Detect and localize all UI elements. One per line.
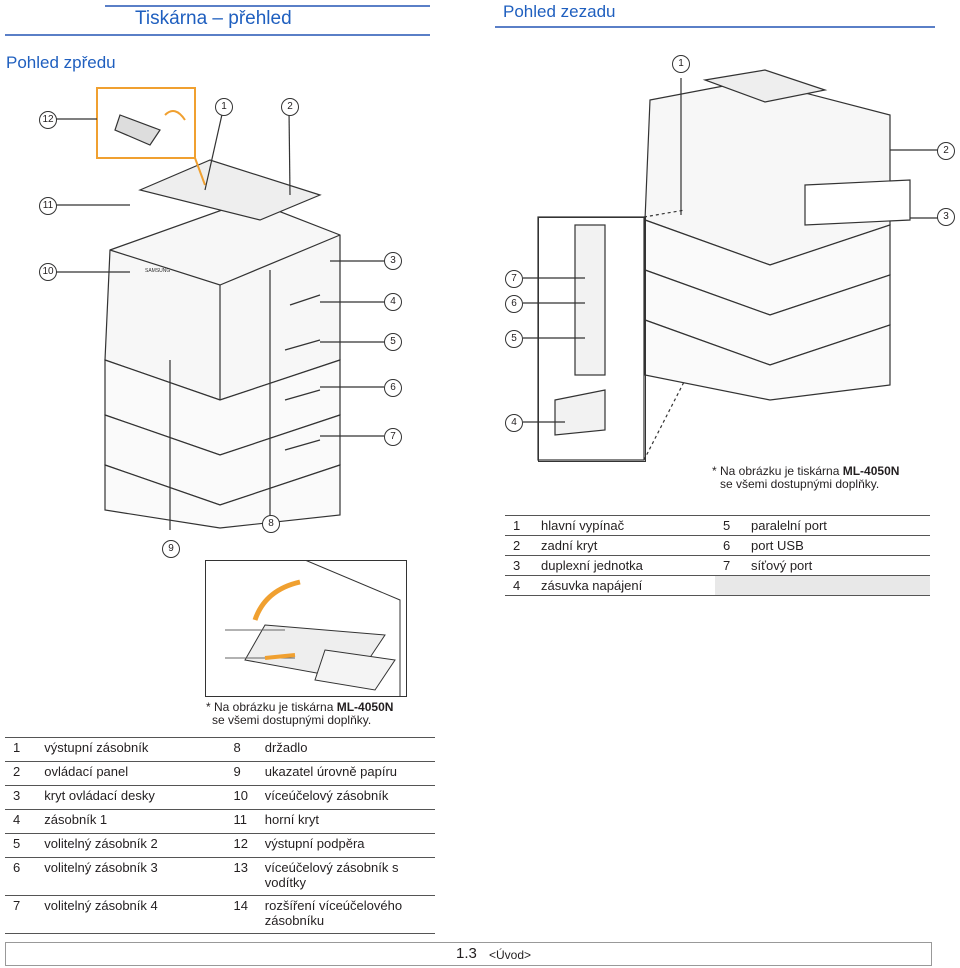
legend-num: 12 [225,833,261,858]
back-note-prefix: * Na obrázku je tiskárna [712,464,843,478]
back-note-model: ML-4050N [842,464,900,478]
table-row: 2 ovládací panel 9 ukazatel úrovně papír… [5,761,435,786]
back-note: * Na obrázku je tiskárna ML-4050N se vše… [712,465,899,491]
legend-label: zásobník 1 [40,809,226,834]
legend-num: 10 [225,785,261,810]
legend-num: 13 [225,857,261,896]
front-legend-table: 1 výstupní zásobník 8 držadlo 2 ovládací… [5,737,435,934]
back-callout-7: 7 [505,270,523,288]
callout-4: 4 [384,293,402,311]
back-ports-inset [538,217,646,462]
front-view-heading: Pohled zpředu [6,53,116,72]
table-row: 7 volitelný zásobník 4 14 rozšíření více… [5,895,435,934]
section-link[interactable]: <Úvod> [489,948,532,962]
legend-label: držadlo [260,737,435,762]
legend-num [715,575,747,596]
legend-num: 6 [5,857,41,896]
legend-label: kryt ovládací desky [40,785,226,810]
table-row: 1 výstupní zásobník 8 držadlo [5,737,435,762]
callout-6: 6 [384,379,402,397]
legend-num: 5 [5,833,41,858]
legend-num: 1 [5,737,41,762]
legend-num: 5 [715,515,747,536]
back-note-line2: se všemi dostupnými doplňky. [720,477,880,491]
page-title: Tiskárna – přehled [135,8,292,29]
legend-label: síťový port [747,555,930,576]
legend-label: duplexní jednotka [537,555,715,576]
legend-num: 14 [225,895,261,934]
callout-1: 1 [215,98,233,116]
legend-label: paralelní port [747,515,930,536]
legend-label: ovládací panel [40,761,226,786]
legend-num: 6 [715,535,747,556]
legend-label: ukazatel úrovně papíru [260,761,435,786]
legend-label: port USB [747,535,930,556]
callout-10: 10 [39,263,57,281]
table-row: 4 zásobník 1 11 horní kryt [5,809,435,834]
legend-num: 2 [505,535,537,556]
legend-num: 4 [5,809,41,834]
front-note-line2: se všemi dostupnými doplňky. [212,713,372,727]
back-callout-6: 6 [505,295,523,313]
legend-num: 4 [505,575,537,596]
header-rule [5,34,430,36]
header-rule-top [105,5,430,7]
table-row: 6 volitelný zásobník 3 13 víceúčelový zá… [5,857,435,896]
front-printer-illustration: SAMSUNG [56,87,384,530]
callout-5: 5 [384,333,402,351]
back-callout-5: 5 [505,330,523,348]
legend-label: horní kryt [260,809,435,834]
callout-12: 12 [39,111,57,129]
callout-9: 9 [162,540,180,558]
legend-label: zadní kryt [537,535,715,556]
legend-num: 1 [505,515,537,536]
legend-label: výstupní zásobník [40,737,226,762]
mp-tray-illustration [205,560,407,697]
back-callout-3: 3 [937,208,955,226]
legend-num: 7 [715,555,747,576]
front-note-prefix: * Na obrázku je tiskárna [206,700,337,714]
callout-11: 11 [39,197,57,215]
legend-label [747,575,930,596]
back-legend-table: 1 hlavní vypínač 5 paralelní port 2 zadn… [505,515,930,596]
legend-num: 9 [225,761,261,786]
legend-label: víceúčelový zásobník [260,785,435,810]
legend-num: 8 [225,737,261,762]
legend-num: 3 [505,555,537,576]
callout-7: 7 [384,428,402,446]
table-row: 3 kryt ovládací desky 10 víceúčelový zás… [5,785,435,810]
legend-num: 11 [225,809,261,834]
footer-bar [5,942,932,966]
table-row: 1 hlavní vypínač 5 paralelní port [505,515,930,536]
front-note-model: ML-4050N [336,700,394,714]
legend-num: 7 [5,895,41,934]
table-row: 5 volitelný zásobník 2 12 výstupní podpě… [5,833,435,858]
legend-num: 2 [5,761,41,786]
legend-label: volitelný zásobník 3 [40,857,226,896]
back-callout-1: 1 [672,55,690,73]
callout-2: 2 [281,98,299,116]
legend-label: rozšíření víceúčelového zásobníku [260,895,435,934]
legend-label: výstupní podpěra [260,833,435,858]
back-view-heading: Pohled zezadu [503,2,616,21]
back-callout-2: 2 [937,142,955,160]
back-printer-illustration [523,69,938,461]
svg-text:SAMSUNG: SAMSUNG [145,268,170,274]
legend-label: víceúčelový zásobník s vodítky [260,857,435,896]
legend-num: 3 [5,785,41,810]
legend-label: hlavní vypínač [537,515,715,536]
page-number: 1.3 [456,945,477,962]
legend-label: volitelný zásobník 2 [40,833,226,858]
callout-3: 3 [384,252,402,270]
back-callout-4: 4 [505,414,523,432]
back-view-rule [495,26,935,28]
legend-label: zásuvka napájení [537,575,715,596]
callout-8: 8 [262,515,280,533]
table-row: 4 zásuvka napájení [505,575,930,596]
legend-label: volitelný zásobník 4 [40,895,226,934]
table-row: 3 duplexní jednotka 7 síťový port [505,555,930,576]
front-note: * Na obrázku je tiskárna ML-4050N se vše… [206,701,393,727]
table-row: 2 zadní kryt 6 port USB [505,535,930,556]
